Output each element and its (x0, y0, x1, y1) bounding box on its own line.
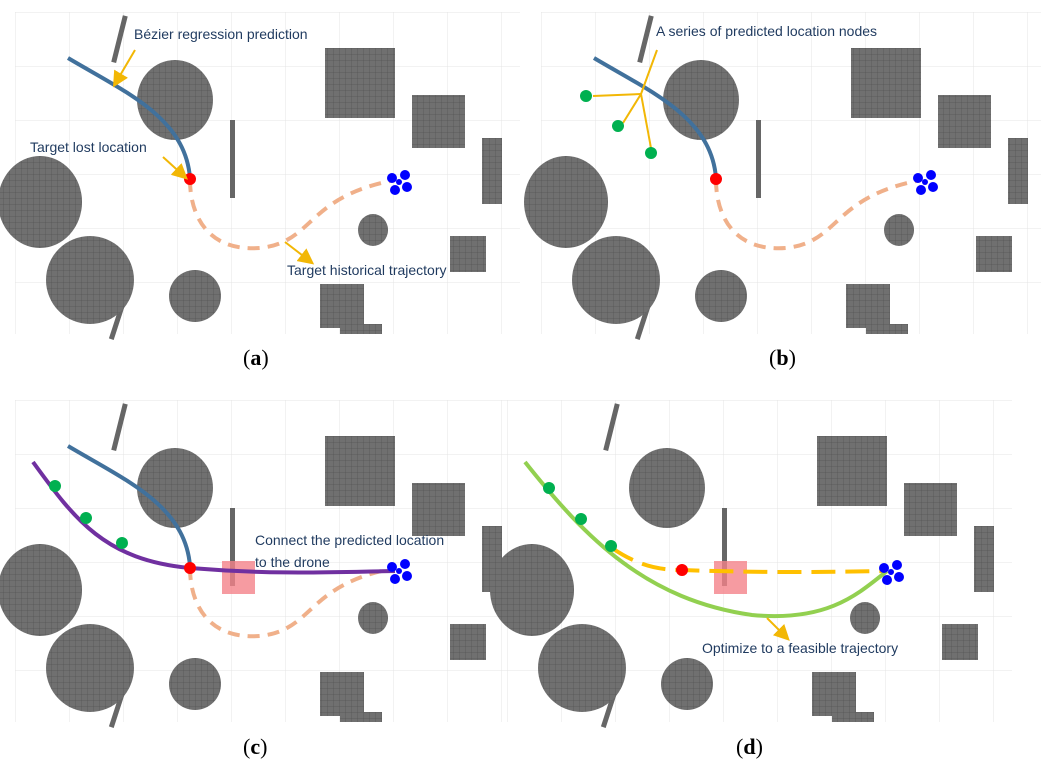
caption-c: (c) (243, 734, 267, 759)
collision-highlight (714, 561, 747, 594)
panel-a: Bézier regression prediction Target lost… (0, 12, 520, 340)
caption-b: (b) (769, 345, 796, 370)
label-bezier-prediction: Bézier regression prediction (134, 26, 308, 42)
panel-b: A series of predicted location nodes (524, 12, 1041, 340)
historical-trajectory (188, 566, 396, 639)
arrow-node-2 (622, 93, 642, 124)
predicted-node (605, 540, 617, 552)
arrow-history (284, 241, 315, 265)
predicted-node (645, 147, 657, 159)
arrow-node-1 (592, 93, 642, 97)
straight-connection (610, 546, 888, 574)
collision-highlight (222, 561, 255, 594)
label-predicted-nodes: A series of predicted location nodes (656, 23, 877, 39)
target-lost-marker (184, 562, 196, 574)
arrow-optimize (766, 617, 790, 641)
label-optimize: Optimize to a feasible trajectory (702, 640, 898, 656)
panel-c: Connect the predicted location to the dr… (0, 400, 520, 728)
caption-d: (d) (736, 734, 763, 759)
panel-d: Optimize to a feasible trajectory (490, 400, 1012, 728)
predicted-node (612, 120, 624, 132)
bezier-prediction-curve (592, 56, 718, 179)
predicted-node (580, 90, 592, 102)
target-lost-marker (710, 173, 722, 185)
label-target-lost: Target lost location (30, 139, 147, 155)
obstacle-map (0, 12, 520, 340)
historical-trajectory (714, 178, 922, 251)
target-lost-marker (184, 173, 196, 185)
predicted-node (49, 480, 61, 492)
arrow-bezier (112, 49, 136, 88)
predicted-node (575, 513, 587, 525)
obstacle-map (490, 400, 1012, 728)
label-historical-trajectory: Target historical trajectory (287, 262, 447, 278)
arrow-node-4 (640, 49, 658, 95)
label-connect-line-2: to the drone (255, 554, 330, 570)
bezier-prediction-curve (66, 444, 192, 567)
predicted-node (543, 482, 555, 494)
predicted-node (80, 512, 92, 524)
bezier-prediction-curve (66, 56, 192, 179)
target-lost-marker (676, 564, 688, 576)
predicted-node (116, 537, 128, 549)
arrow-lost (162, 156, 188, 180)
label-connect-line-1: Connect the predicted location (255, 532, 444, 548)
caption-a: (a) (243, 345, 269, 370)
historical-trajectory (188, 178, 396, 251)
arrow-node-3 (640, 93, 652, 149)
